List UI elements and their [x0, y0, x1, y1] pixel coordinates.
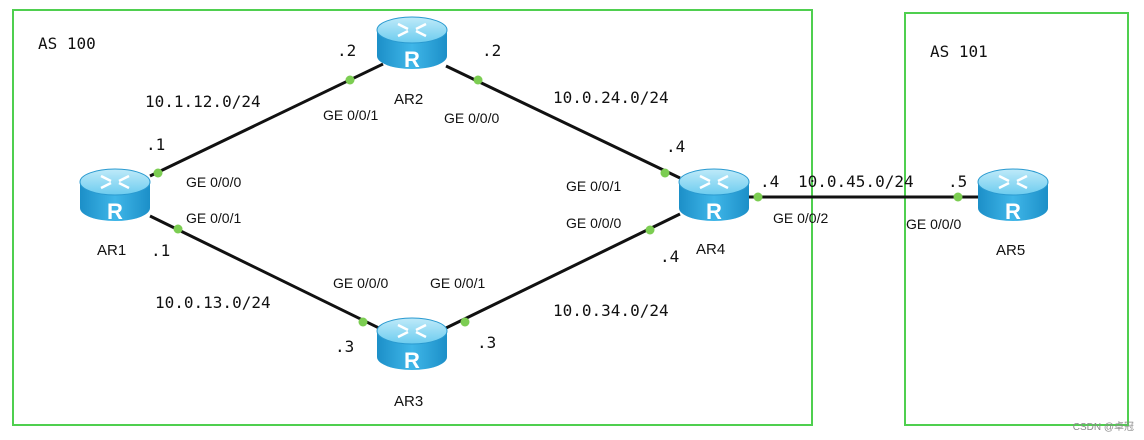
port-dot-ar1-ge000 — [153, 168, 163, 178]
interface-label-ar3-ge000: GE 0/0/0 — [333, 275, 388, 291]
host-id-ar3-right: .3 — [477, 333, 496, 352]
interface-label-ar1-ge000: GE 0/0/0 — [186, 174, 241, 190]
router-name-ar4: AR4 — [696, 241, 725, 258]
link-ar1-ar2 — [149, 62, 384, 178]
interface-label-ar1-ge001: GE 0/0/1 — [186, 210, 241, 226]
interface-label-ar4-ge001: GE 0/0/1 — [566, 178, 621, 194]
interface-label-ar4-ge002: GE 0/0/2 — [773, 210, 828, 226]
port-dot-ar4-ge001 — [660, 168, 670, 178]
router-ar1[interactable]: R AR1 — [78, 167, 152, 259]
port-dot-ar2-ge001 — [345, 75, 355, 85]
port-dot-ar2-ge000 — [473, 75, 483, 85]
host-id-ar3-left: .3 — [335, 337, 354, 356]
port-dot-ar3-ge001 — [460, 317, 470, 327]
router-name-ar2: AR2 — [394, 91, 423, 108]
link-ar3-ar4 — [445, 212, 681, 330]
subnet-label-ar2-ar4: 10.0.24.0/24 — [553, 88, 669, 107]
as-100-label: AS 100 — [38, 34, 96, 53]
router-glyph: R — [706, 199, 722, 224]
host-id-ar5-left: .5 — [948, 172, 967, 191]
host-id-ar4-bottom: .4 — [660, 247, 679, 266]
port-dot-ar4-ge000 — [645, 225, 655, 235]
subnet-label-ar1-ar2: 10.1.12.0/24 — [145, 92, 261, 111]
as-101-label: AS 101 — [930, 42, 988, 61]
router-glyph: R — [404, 47, 420, 72]
host-id-ar2-left: .2 — [337, 41, 356, 60]
router-ar3[interactable]: R AR3 — [375, 316, 449, 410]
router-name-ar5: AR5 — [996, 242, 1025, 259]
link-ar1-ar3 — [149, 214, 384, 332]
host-id-ar1-bottom: .1 — [151, 241, 170, 260]
port-dot-ar4-ge002 — [753, 192, 763, 202]
port-dot-ar3-ge000 — [358, 317, 368, 327]
router-glyph: R — [107, 199, 123, 224]
port-dot-ar1-ge001 — [173, 224, 183, 234]
port-dot-ar5-ge000 — [953, 192, 963, 202]
router-glyph: R — [1005, 199, 1021, 224]
interface-label-ar2-ge001: GE 0/0/1 — [323, 107, 378, 123]
router-ar4[interactable]: R AR4 — [677, 167, 751, 258]
interface-label-ar2-ge000: GE 0/0/0 — [444, 110, 499, 126]
host-id-ar4-right: .4 — [760, 172, 779, 191]
link-ar2-ar4 — [445, 64, 681, 180]
router-name-ar3: AR3 — [394, 393, 423, 410]
interface-label-ar5-ge000: GE 0/0/0 — [906, 216, 961, 232]
host-id-ar2-right: .2 — [482, 41, 501, 60]
host-id-ar4-top: .4 — [666, 137, 685, 156]
as-100-boundary — [12, 9, 813, 426]
interface-label-ar4-ge000: GE 0/0/0 — [566, 215, 621, 231]
router-ar2[interactable]: R AR2 — [375, 15, 449, 108]
router-glyph: R — [404, 348, 420, 373]
interface-label-ar3-ge001: GE 0/0/1 — [430, 275, 485, 291]
host-id-ar1-top: .1 — [146, 135, 165, 154]
router-name-ar1: AR1 — [97, 242, 126, 259]
subnet-label-ar4-ar5: 10.0.45.0/24 — [798, 172, 914, 191]
as-101-boundary — [904, 12, 1129, 426]
router-ar5[interactable]: R AR5 — [976, 167, 1050, 259]
subnet-label-ar1-ar3: 10.0.13.0/24 — [155, 293, 271, 312]
watermark: CSDN @卓冠 — [1073, 421, 1134, 433]
subnet-label-ar3-ar4: 10.0.34.0/24 — [553, 301, 669, 320]
